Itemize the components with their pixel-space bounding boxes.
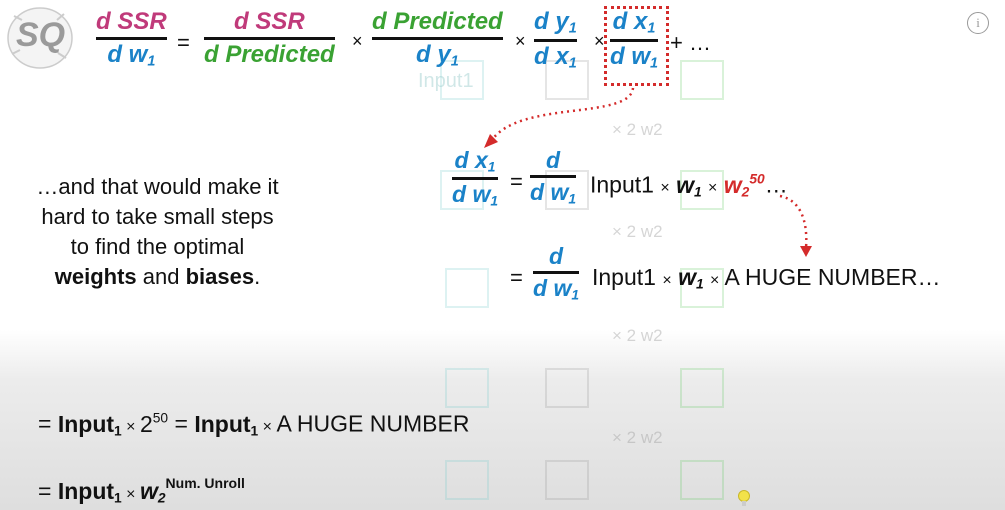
dotted-arrow bbox=[779, 194, 808, 249]
bottom2-input: Input1 bbox=[57, 478, 122, 506]
bottom1-power: 250 bbox=[139, 410, 169, 437]
explanation-text: …and that would make it hard to take sma… bbox=[0, 172, 315, 292]
eq1-term4: d x1 d w1 bbox=[610, 8, 659, 72]
eq1-term1-num: d SSR bbox=[234, 8, 305, 35]
eq2-lhs-fraction: d x1 d w1 bbox=[452, 147, 499, 209]
logo-text: SQ bbox=[16, 16, 66, 54]
eq3-d-den: d w1 bbox=[533, 275, 580, 303]
bottom-equation-2: = Input1 × w2Num. Unroll bbox=[38, 475, 245, 506]
eq1-highlight-box bbox=[604, 6, 669, 86]
eq1-times: × bbox=[515, 31, 526, 51]
eq1-term3-num: d y1 bbox=[534, 8, 577, 37]
ghost-weight-label: × 2 w2 bbox=[612, 428, 663, 447]
info-icon[interactable]: i bbox=[967, 12, 989, 34]
eq1-term2: d Predicted d y1 bbox=[372, 10, 503, 69]
eq1-term3-den: d x1 bbox=[534, 43, 577, 72]
explanation-line: weights and biases. bbox=[54, 264, 261, 289]
statquest-logo: SQ bbox=[4, 2, 76, 72]
ghost-weight-label: × 2 w2 bbox=[612, 326, 663, 345]
eq1-tail: + … bbox=[670, 30, 711, 55]
eq3-product: Input1 × w1 × A HUGE NUMBER… bbox=[592, 264, 941, 291]
eq2-lhs-num: d x1 bbox=[454, 147, 496, 175]
eq1-term4-den: d w1 bbox=[610, 43, 659, 72]
eq1-term2-den: d y1 bbox=[416, 41, 459, 70]
logo-graphic bbox=[7, 7, 73, 69]
eq1-term4-num: d x1 bbox=[612, 8, 656, 37]
eq1-lhs-numerator: d SSR bbox=[96, 8, 167, 35]
ghost-input-label: Input1 bbox=[418, 70, 474, 92]
eq2-w1: w1 bbox=[676, 171, 702, 200]
explanation-line: …and that would make it bbox=[36, 174, 279, 199]
eq3-input: Input1 bbox=[592, 264, 656, 290]
eq1-lhs-fraction: d SSR d w1 bbox=[96, 10, 167, 69]
bottom1-huge-number: A HUGE NUMBER bbox=[276, 410, 470, 437]
eq1-times: × bbox=[594, 31, 605, 51]
times-sign: × bbox=[708, 179, 718, 197]
eq3-derivative-fraction: d d w1 bbox=[533, 243, 580, 303]
eq1-equals: = bbox=[177, 30, 190, 55]
eq1-term2-num: d Predicted bbox=[372, 8, 503, 35]
eq1-lhs-denominator: d w1 bbox=[107, 41, 156, 70]
equals-sign: = bbox=[38, 410, 58, 437]
times-sign: × bbox=[121, 486, 140, 504]
eq1-times: × bbox=[352, 31, 363, 51]
eq3-huge-number: A HUGE NUMBER… bbox=[724, 264, 941, 290]
eq2-w2-power: w250 bbox=[723, 171, 765, 200]
eq2-product: Input1 × w1 × w250… bbox=[590, 171, 788, 199]
eq2-d-den: d w1 bbox=[530, 179, 577, 207]
bottom-equation-1: = Input1 × 250 = Input1 × A HUGE NUMBER bbox=[38, 410, 469, 438]
equals-sign: = bbox=[38, 478, 58, 505]
eq3-equals: = bbox=[510, 265, 523, 290]
times-sign: × bbox=[662, 272, 672, 289]
bottom2-w2: w2 bbox=[139, 478, 166, 506]
times-sign: × bbox=[660, 179, 670, 197]
arrow-head bbox=[800, 246, 812, 257]
eq2-input: Input1 bbox=[590, 171, 654, 198]
dotted-arrow bbox=[490, 87, 635, 141]
eq2-d-num: d bbox=[545, 147, 561, 173]
times-sign: × bbox=[710, 272, 720, 289]
eq2-ellipsis: … bbox=[764, 171, 788, 198]
ghost-weight-label: × 2 w2 bbox=[612, 222, 663, 241]
eq3-d-num: d bbox=[548, 243, 564, 269]
eq2-equals: = bbox=[510, 169, 523, 194]
equals-sign: = bbox=[168, 410, 195, 437]
ghost-weight-label: × 2 w2 bbox=[612, 120, 663, 139]
eq1-term1: d SSR d Predicted bbox=[204, 10, 335, 67]
eq1-term3: d y1 d x1 bbox=[534, 10, 577, 71]
cursor-marker-icon bbox=[738, 490, 750, 506]
bottom1-input: Input1 bbox=[57, 410, 122, 439]
eq1-term1-den: d Predicted bbox=[204, 41, 335, 68]
explanation-line: to find the optimal bbox=[70, 234, 245, 259]
eq2-lhs-den: d w1 bbox=[452, 181, 499, 209]
bottom1-input2: Input1 bbox=[194, 410, 259, 439]
arrow-head bbox=[484, 134, 498, 148]
times-sign: × bbox=[258, 418, 277, 436]
eq3-w1: w1 bbox=[678, 264, 704, 292]
bottom2-exponent: Num. Unroll bbox=[165, 475, 245, 491]
eq2-derivative-fraction: d d w1 bbox=[530, 147, 577, 207]
explanation-line: hard to take small steps bbox=[41, 204, 274, 229]
times-sign: × bbox=[121, 418, 140, 436]
